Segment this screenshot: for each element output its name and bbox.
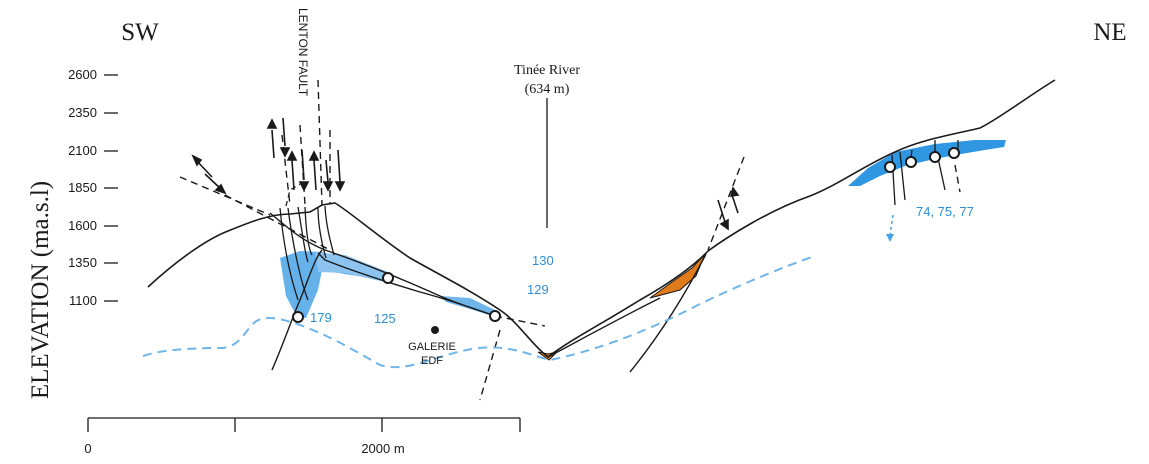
strata-lines (269, 212, 707, 373)
fault-dashed (224, 194, 331, 251)
fault-slip-arrow (191, 154, 227, 195)
stratum-extension (494, 315, 546, 327)
dashed-faults (179, 79, 961, 401)
spring-label-129: 129 (527, 282, 549, 297)
y-tick-label: 2600 (68, 67, 97, 82)
fault-trace (937, 157, 946, 191)
y-tick-label: 2350 (68, 105, 97, 120)
stratum-line (271, 249, 323, 371)
spring-label-74-75-77: 74, 75, 77 (916, 204, 974, 219)
fault-trace (899, 151, 906, 201)
stratum-line (629, 253, 707, 373)
aquifer-body-right (848, 140, 1006, 186)
fault-slip-arrow (286, 149, 310, 192)
fault-trace (287, 207, 309, 301)
fault-dashed (179, 176, 271, 216)
fault-trace (317, 207, 327, 259)
spring-129 (489, 310, 501, 322)
fault-slip-arrow (308, 150, 334, 192)
y-tick-label: 1850 (68, 180, 97, 195)
fault-slip-arrow (334, 149, 346, 192)
water-flow-arrowhead (886, 234, 894, 242)
fault-label: LENTON FAULT (296, 8, 310, 97)
springs (292, 147, 960, 323)
spring-75 (905, 156, 917, 168)
fault-trace (297, 206, 309, 263)
galerie-label-line2: EDF (421, 355, 443, 367)
scale-label-2000: 2000 m (361, 441, 404, 456)
aquifer-light-left (315, 252, 388, 282)
spring-74 (884, 161, 896, 173)
spring-179 (292, 311, 304, 323)
water-table (142, 255, 816, 369)
fault-dashed (707, 156, 745, 251)
orientation-sw: SW (121, 19, 159, 46)
orientation-ne: NE (1093, 19, 1126, 46)
fault-dashed (317, 79, 323, 206)
fault-dashed (479, 329, 501, 401)
fault-trace (279, 207, 299, 301)
spring-labels: 179 125 130 129 74, 75, 77 (310, 204, 974, 326)
water-flow-arrow (889, 214, 894, 236)
fault-dashed (954, 164, 961, 193)
spring-label-179: 179 (310, 310, 332, 325)
lenton-fault-structure (279, 183, 335, 301)
spring-label-125: 125 (374, 311, 396, 326)
spring-ne-extra (948, 147, 960, 159)
fault-arrows (191, 117, 740, 231)
fault-trace (324, 205, 335, 256)
y-axis-ticks: 2600 2350 2100 1850 1600 1350 1100 (68, 67, 118, 308)
fault-slip-arrow (717, 186, 740, 231)
stratum-line (317, 252, 496, 317)
topographic-profile (147, 79, 1056, 359)
y-tick-label: 1100 (69, 293, 97, 308)
stratum-line (547, 297, 661, 358)
galerie-label-line1: GALERIE (408, 341, 456, 353)
y-tick-label: 1600 (68, 218, 97, 233)
y-tick-label: 2100 (68, 143, 97, 158)
river-name-label: Tinée River (514, 63, 580, 78)
spring-77 (929, 151, 941, 163)
spring-125 (382, 272, 394, 284)
spring-label-130: 130 (532, 253, 554, 268)
river-elevation-label: (634 m) (525, 82, 570, 97)
y-axis-label: ELEVATION (ma.s.l) (27, 181, 54, 399)
scale-bar (87, 417, 521, 432)
y-tick-label: 1350 (68, 255, 97, 270)
galerie-point (431, 326, 439, 334)
fault-trace (304, 206, 313, 256)
fault-slip-arrow (266, 117, 291, 159)
scale-label-0: 0 (84, 441, 91, 456)
